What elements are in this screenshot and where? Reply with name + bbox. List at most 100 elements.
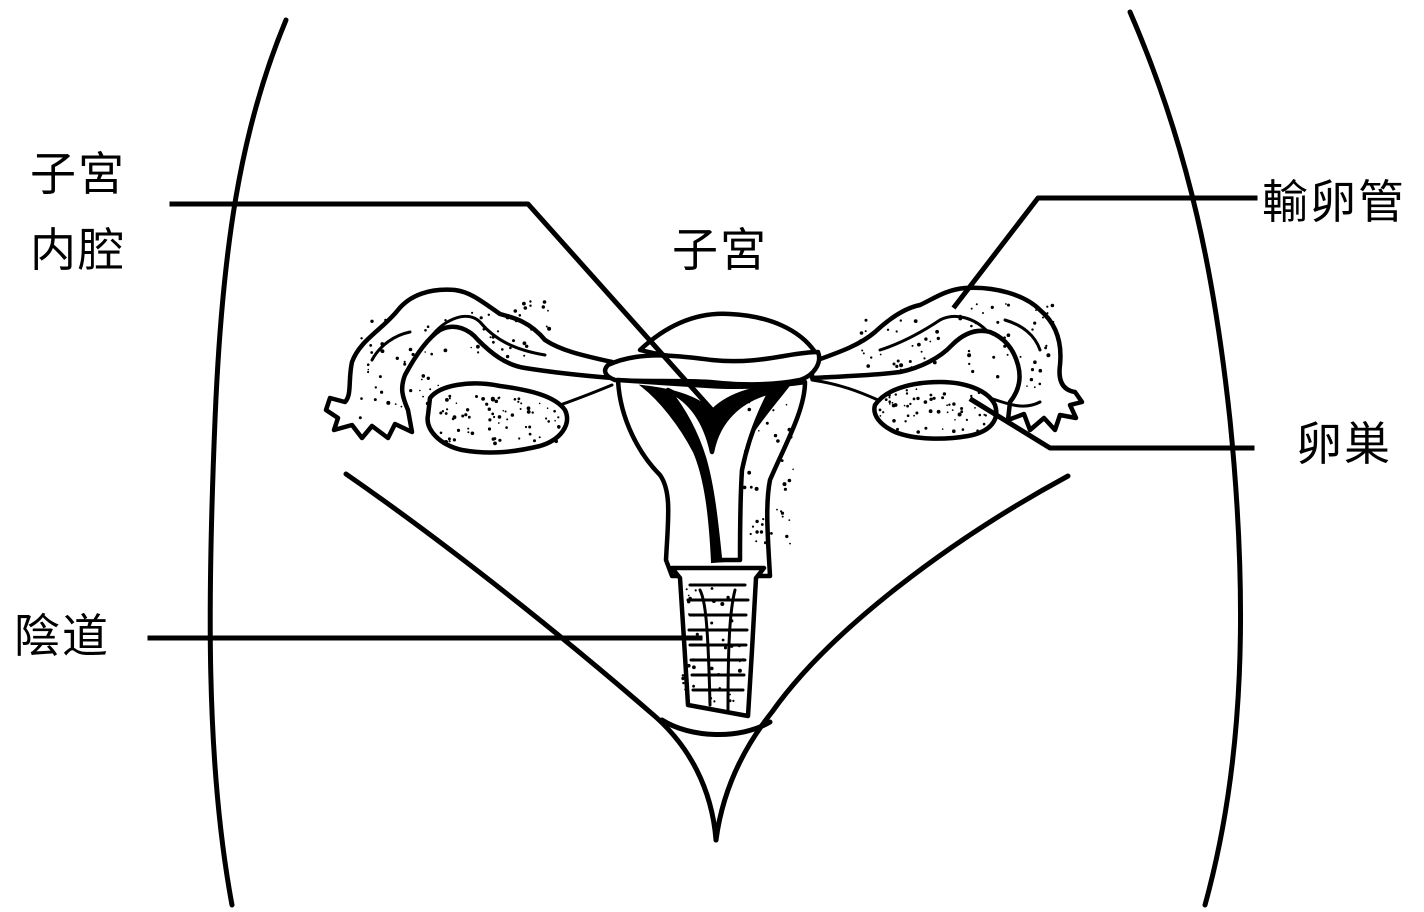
stipple-dot bbox=[861, 350, 863, 352]
vagina bbox=[672, 568, 764, 716]
stipple-dot bbox=[915, 412, 918, 415]
body-outline-right bbox=[1130, 12, 1241, 905]
stipple-dot bbox=[789, 543, 791, 545]
stipple-dot bbox=[449, 440, 451, 442]
stipple-dot bbox=[978, 391, 981, 394]
stipple-dot bbox=[865, 319, 868, 322]
stipple-dot bbox=[896, 330, 898, 332]
stipple-dot bbox=[1007, 304, 1010, 307]
stipple-dot bbox=[952, 402, 955, 405]
groin-line-left bbox=[346, 474, 716, 840]
stipple-dot bbox=[719, 687, 722, 690]
stipple-dot bbox=[527, 406, 531, 410]
stipple-dot bbox=[1007, 354, 1009, 356]
stipple-dot bbox=[935, 330, 939, 334]
stipple-dot bbox=[892, 419, 896, 423]
stipple-dot bbox=[897, 386, 901, 390]
stipple-dot bbox=[461, 415, 464, 418]
stipple-dot bbox=[481, 397, 485, 401]
stipple-dot bbox=[968, 350, 970, 352]
stipple-dot bbox=[906, 405, 909, 408]
stipple-dot bbox=[532, 411, 534, 413]
stipple-dot bbox=[896, 428, 899, 431]
stipple-dot bbox=[937, 410, 941, 414]
stipple-dot bbox=[492, 437, 495, 440]
stipple-dot bbox=[444, 349, 448, 353]
stipple-dot bbox=[497, 330, 499, 332]
stipple-dot bbox=[911, 366, 913, 368]
right-ovary bbox=[812, 380, 1040, 439]
stipple-dot bbox=[788, 428, 792, 432]
stipple-dot bbox=[924, 427, 927, 430]
stipple-dot bbox=[1034, 386, 1036, 388]
stipple-dot bbox=[933, 397, 936, 400]
stipple-dot bbox=[492, 341, 495, 344]
stipple-dot bbox=[770, 532, 773, 535]
label-uterus: 子宮 bbox=[672, 223, 768, 277]
stipple-dot bbox=[968, 363, 970, 365]
stipple-dot bbox=[439, 412, 442, 415]
stipple-dot bbox=[904, 405, 906, 407]
stipple-dot bbox=[360, 337, 362, 339]
stipple-dot bbox=[988, 425, 991, 428]
stipple-dot bbox=[780, 510, 782, 512]
stipple-dot bbox=[738, 669, 742, 673]
stipple-dot bbox=[688, 613, 690, 615]
stipple-dot bbox=[523, 341, 527, 345]
stipple-dot bbox=[943, 392, 946, 395]
stipple-dot bbox=[755, 530, 758, 533]
stipple-dot bbox=[880, 415, 882, 417]
stipple-dot bbox=[446, 408, 448, 410]
stipple-dot bbox=[468, 416, 471, 419]
stipple-dot bbox=[885, 398, 888, 401]
stipple-dot bbox=[966, 419, 968, 421]
stipple-dot bbox=[992, 333, 995, 336]
stipple-dot bbox=[449, 321, 451, 323]
stipple-dot bbox=[445, 412, 448, 415]
stipple-dot bbox=[744, 450, 746, 452]
stipple-dot bbox=[687, 600, 690, 603]
stipple-dot bbox=[906, 389, 908, 391]
stipple-dot bbox=[522, 302, 526, 306]
stipple-dot bbox=[1046, 306, 1048, 308]
stipple-dot bbox=[866, 364, 870, 368]
stipple-dot bbox=[729, 699, 732, 702]
pubic-curve bbox=[662, 720, 770, 735]
label-uterine-cavity-line1: 子宮 bbox=[30, 147, 126, 201]
stipple-dot bbox=[545, 417, 547, 419]
stipple-dot bbox=[916, 397, 919, 400]
stipple-dot bbox=[440, 432, 443, 435]
stipple-dot bbox=[403, 363, 406, 366]
stipple-dot bbox=[1033, 360, 1037, 364]
stipple-dot bbox=[527, 410, 531, 414]
stipple-dot bbox=[755, 487, 759, 491]
stipple-dot bbox=[517, 401, 519, 403]
stipple-dot bbox=[370, 351, 373, 354]
stipple-dot bbox=[909, 360, 912, 363]
stipple-dot bbox=[409, 348, 413, 352]
stipple-dot bbox=[384, 319, 387, 322]
stipple-dot bbox=[889, 403, 891, 405]
stipple-dot bbox=[553, 410, 556, 413]
stipple-dot bbox=[895, 393, 897, 395]
stipple-dot bbox=[743, 486, 747, 490]
stipple-dot bbox=[404, 361, 406, 363]
stipple-dot bbox=[894, 403, 898, 407]
stipple-dot bbox=[475, 395, 478, 398]
stipple-dot bbox=[899, 363, 903, 367]
stipple-dot bbox=[424, 351, 426, 353]
stipple-dot bbox=[732, 700, 734, 702]
stipple-dot bbox=[924, 337, 927, 340]
stipple-dot bbox=[485, 403, 488, 406]
stipple-dot bbox=[996, 375, 999, 378]
stipple-dot bbox=[490, 336, 492, 338]
stipple-dot bbox=[974, 407, 976, 409]
stipple-dot bbox=[409, 389, 412, 392]
stipple-dot bbox=[1026, 385, 1028, 387]
stipple-dot bbox=[533, 439, 536, 442]
stipple-dot bbox=[916, 430, 920, 434]
stipple-dot bbox=[523, 355, 525, 357]
stipple-dot bbox=[1005, 303, 1007, 305]
stipple-dot bbox=[750, 435, 753, 438]
stipple-dot bbox=[923, 357, 925, 359]
